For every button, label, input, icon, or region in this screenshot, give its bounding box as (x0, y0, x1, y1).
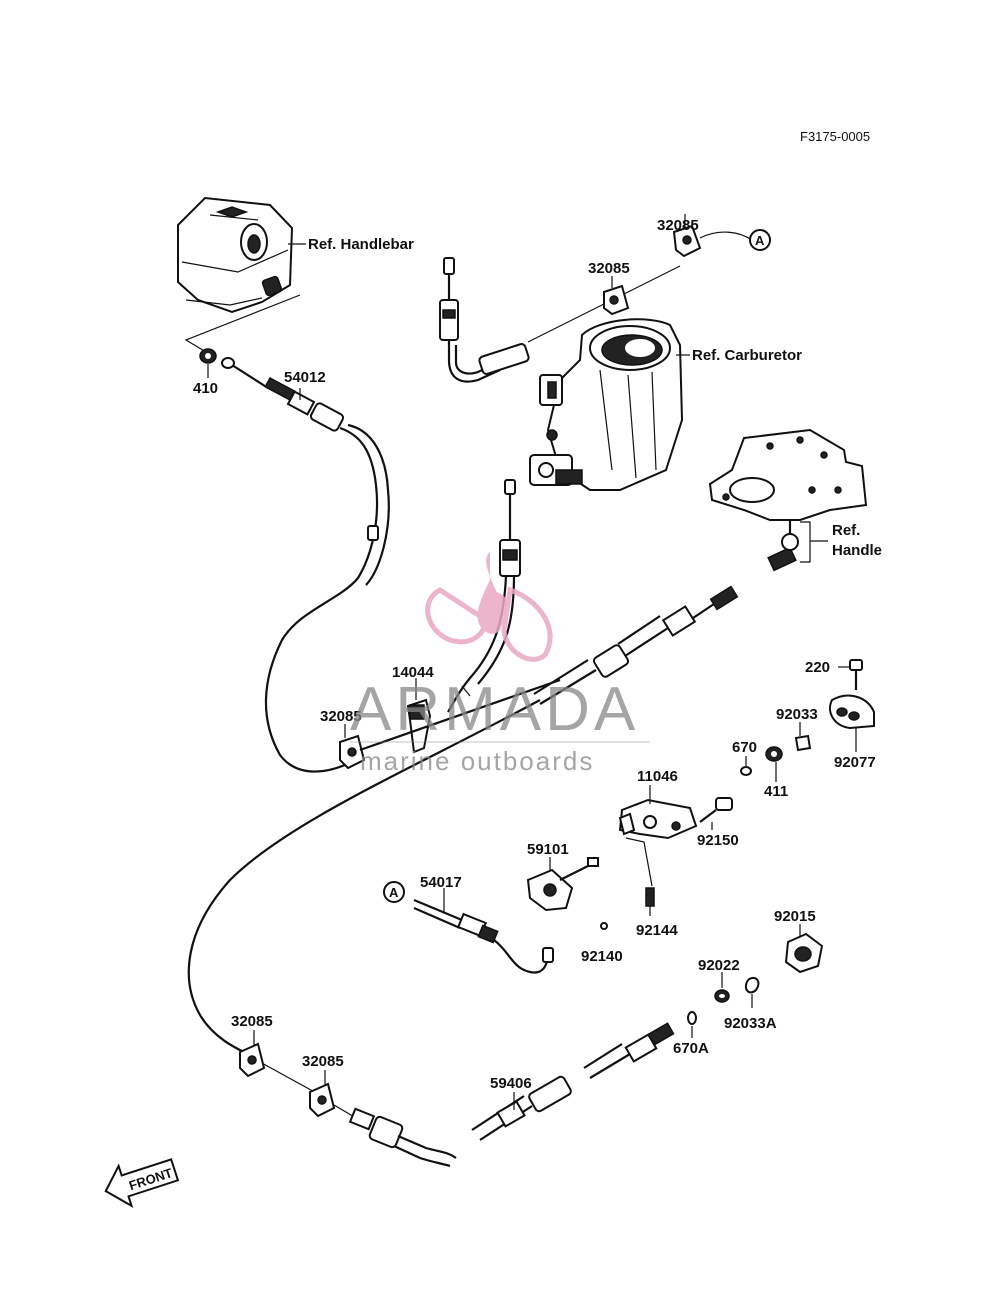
part-670-label: 670 (732, 739, 757, 756)
part-670A-label: 670A (673, 1040, 709, 1057)
ring-670A (687, 1011, 697, 1025)
part-32085-top-left-label: 32085 (588, 260, 630, 277)
ref-carburetor-label: Ref. Carburetor (692, 347, 802, 364)
part-92150-label: 92150 (697, 832, 739, 849)
handle-plate (708, 428, 868, 521)
svg-text:A: A (755, 233, 765, 248)
screw-92144 (645, 887, 655, 907)
carburetor (529, 318, 684, 491)
part-32085-mid-label: 32085 (320, 708, 362, 725)
part-59101-label: 59101 (527, 841, 569, 858)
clamp-32085-mid (339, 734, 366, 770)
bracket-11046 (618, 798, 698, 840)
part-92015-label: 92015 (774, 908, 816, 925)
ring-670 (740, 766, 752, 776)
clamp-32085-top-left (603, 284, 630, 316)
front-arrow: FRONT (104, 1158, 180, 1209)
bolt-220 (849, 659, 863, 690)
part-92077-label: 92077 (834, 754, 876, 771)
watermark-tagline: marine outboards (360, 746, 594, 776)
part-92144-label: 92144 (636, 922, 678, 939)
part-59406-label: 59406 (490, 1075, 532, 1092)
ref-handle-label-line1: Ref. (832, 522, 860, 539)
part-410-label: 410 (193, 380, 218, 397)
cable-59406 (471, 1022, 675, 1141)
part-92140-label: 92140 (581, 948, 623, 965)
watermark-logo (425, 552, 553, 662)
part-59101 (526, 857, 599, 912)
steering-cable (187, 585, 739, 1096)
cable-end-lower (333, 1104, 457, 1168)
part-92022-label: 92022 (698, 957, 740, 974)
cable-54012 (221, 357, 390, 773)
part-92033A-label: 92033A (724, 1015, 777, 1032)
part-54012-label: 54012 (284, 369, 326, 386)
svg-text:A: A (389, 885, 399, 900)
part-14044-label: 14044 (392, 664, 434, 681)
cable-54017: A (383, 881, 554, 974)
lever-14044 (406, 698, 432, 754)
part-54017-label: 54017 (420, 874, 462, 891)
nut-411 (765, 746, 783, 762)
ref-handlebar-label: Ref. Handlebar (308, 236, 414, 253)
pin-92140 (600, 922, 608, 930)
washer-92022 (714, 989, 730, 1003)
part-32085-top-right-label: 32085 (657, 217, 699, 234)
part-220-label: 220 (805, 659, 830, 676)
washer-92033 (794, 734, 812, 752)
nut-92015 (784, 932, 824, 974)
part-92033-label: 92033 (776, 706, 818, 723)
connector-a-top: A (749, 229, 771, 251)
clamp-32085-low-left (239, 1042, 266, 1078)
ball-joint (767, 520, 799, 572)
clip-92033A (744, 976, 760, 994)
bolt-92150 (699, 797, 733, 823)
clamp-32085-low-right (309, 1082, 336, 1118)
washer-410 (199, 348, 217, 364)
ref-handle-label-line2: Handle (832, 542, 882, 559)
part-32085-low-left-label: 32085 (231, 1013, 273, 1030)
bracket-92077 (829, 694, 875, 730)
watermark-brand: ARMADA (350, 675, 639, 744)
carburetor-cable (439, 257, 530, 383)
part-32085-low-right-label: 32085 (302, 1053, 344, 1070)
part-11046-label: 11046 (637, 768, 678, 785)
handlebar-housing (177, 196, 294, 314)
clamp-32085-top-right (672, 224, 702, 258)
part-411-label: 411 (764, 783, 788, 800)
diagram-code: F3175-0005 (800, 129, 870, 144)
